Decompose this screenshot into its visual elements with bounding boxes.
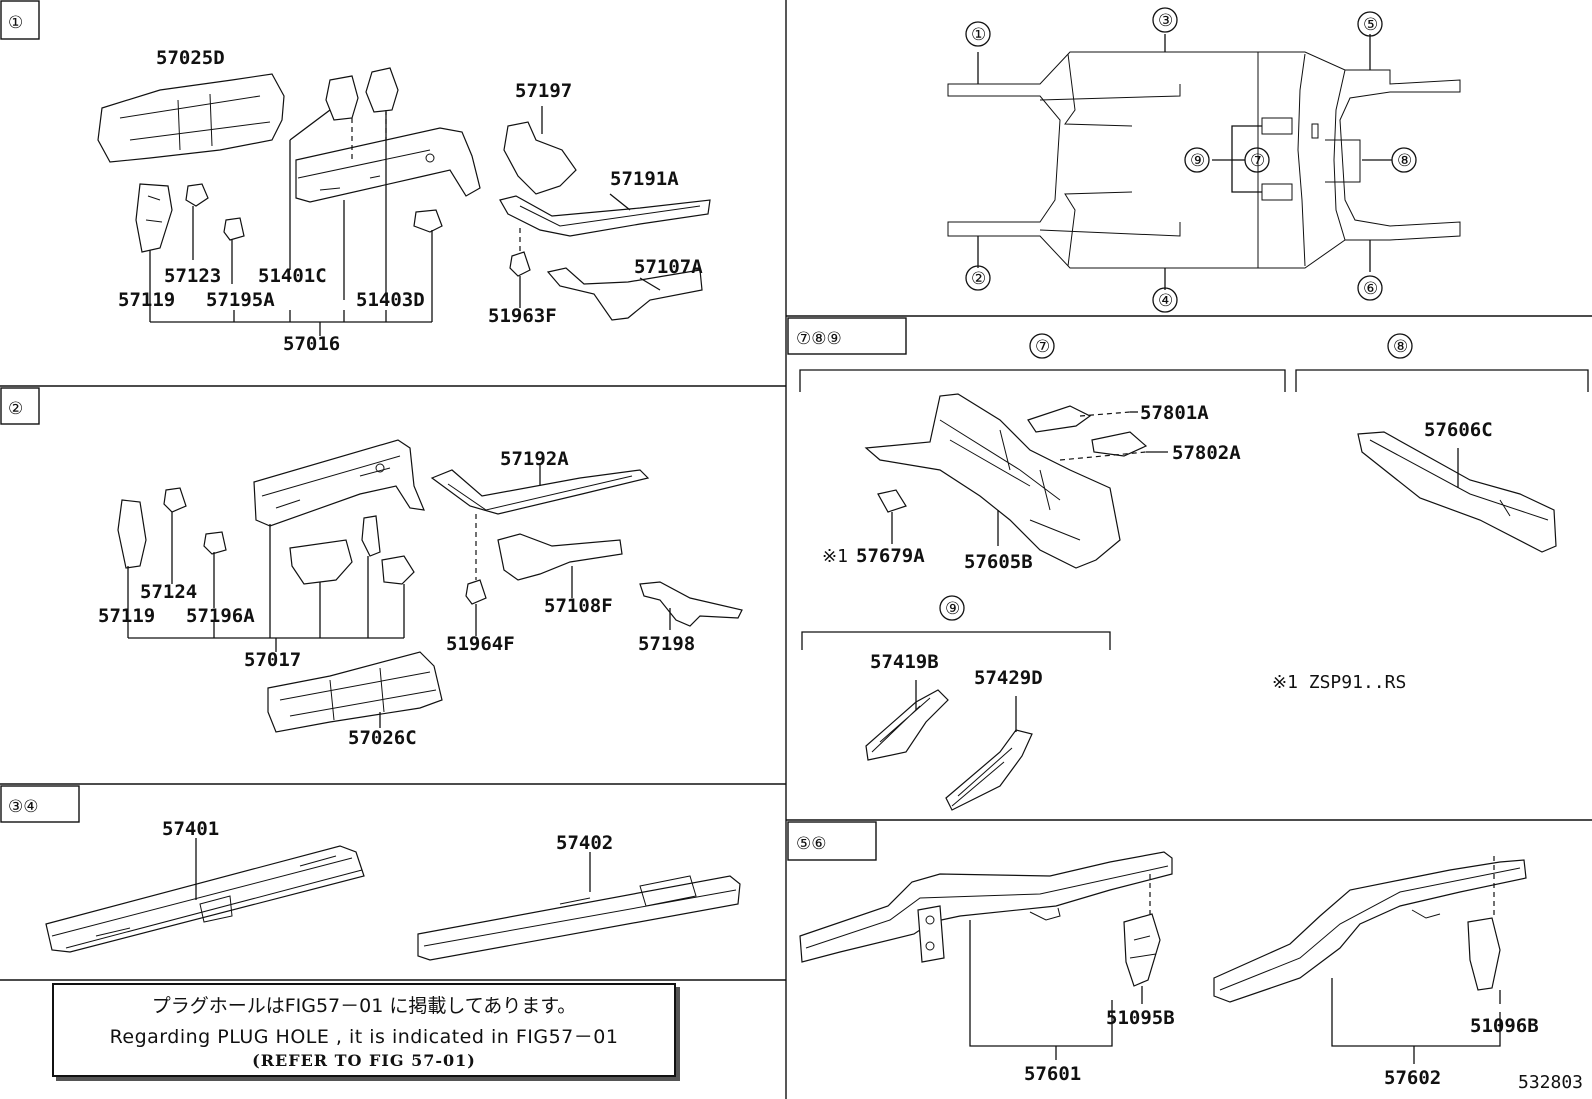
part-57017: 57017 — [244, 649, 301, 671]
part-57602: 57602 — [1384, 1067, 1441, 1089]
note-japanese: プラグホールはFIG57－01 に掲載してあります。 — [151, 995, 577, 1017]
part-51095B: 51095B — [1106, 1007, 1175, 1029]
part-57605B: 57605B — [964, 551, 1033, 573]
part-57196A: 57196A — [186, 605, 255, 627]
callout-3: ③ — [1158, 11, 1173, 31]
callout-1: ① — [971, 25, 986, 45]
part-57801A: 57801A — [1140, 402, 1209, 424]
section-tag-34: ③④ — [0, 785, 80, 823]
part-57119-b: 57119 — [98, 605, 155, 627]
callout-4: ④ — [1158, 291, 1173, 311]
section-1-parts — [97, 67, 711, 336]
plug-hole-note: プラグホールはFIG57－01 に掲載してあります。 Regarding PLU… — [52, 983, 676, 1077]
section-56-parts — [799, 851, 1527, 1064]
section-tag-56: ⑤⑥ — [787, 821, 877, 861]
part-51401C: 51401C — [258, 265, 327, 287]
part-57606C: 57606C — [1424, 419, 1493, 441]
section-tag-2: ② — [0, 387, 40, 425]
section-2-labels: 57192A 57124 57119 57196A 57108F 51964F … — [98, 448, 695, 749]
part-57601: 57601 — [1024, 1063, 1081, 1085]
part-57419B: 57419B — [870, 651, 939, 673]
overview-callouts: ① ② ③ ④ ⑤ ⑥ ⑦ ⑧ ⑨ — [965, 7, 1417, 313]
section-tag-56-label: ⑤⑥ — [796, 834, 826, 854]
part-57108F: 57108F — [544, 595, 613, 617]
part-57402: 57402 — [556, 832, 613, 854]
part-57401: 57401 — [162, 818, 219, 840]
section-34-labels: 57401 57402 — [162, 818, 613, 854]
part-57107A: 57107A — [634, 256, 703, 278]
subheader-9: ⑨ — [945, 599, 960, 619]
section-tag-789: ⑦⑧⑨ — [787, 317, 907, 355]
callout-9: ⑨ — [1190, 151, 1205, 171]
section-2-parts — [117, 439, 743, 733]
part-57026C: 57026C — [348, 727, 417, 749]
part-57802A: 57802A — [1172, 442, 1241, 464]
note-english: Regarding PLUG HOLE , it is indicated in… — [109, 1026, 619, 1048]
section-789-brackets: ⑦ ⑧ ⑨ — [799, 333, 1589, 650]
subheader-8: ⑧ — [1393, 337, 1408, 357]
section-34-parts — [45, 838, 741, 961]
section-1-labels: 57025D 57197 57191A 57107A 57123 51401C … — [118, 47, 703, 355]
callout-5: ⑤ — [1363, 15, 1378, 35]
footnote-1: ※1 ZSP91..RS — [1272, 672, 1406, 693]
section-789-labels: 57801A 57802A 57606C ※1 57679A 57605B 57… — [822, 402, 1493, 693]
part-57025D: 57025D — [156, 47, 225, 69]
part-57192A: 57192A — [500, 448, 569, 470]
mark-note-1: ※1 — [822, 546, 848, 567]
part-51096B: 51096B — [1470, 1015, 1539, 1037]
overview-frame-drawing — [947, 34, 1461, 290]
section-tag-34-label: ③④ — [8, 797, 38, 817]
subheader-7: ⑦ — [1035, 337, 1050, 357]
part-57429D: 57429D — [974, 667, 1043, 689]
section-tag-1: ① — [0, 0, 40, 40]
section-tag-789-label: ⑦⑧⑨ — [796, 329, 842, 349]
figure-id: 532803 — [1518, 1072, 1583, 1093]
section-789-parts — [864, 393, 1557, 811]
part-51403D: 51403D — [356, 289, 425, 311]
part-57195A: 57195A — [206, 289, 275, 311]
part-57124: 57124 — [140, 581, 197, 603]
callout-6: ⑥ — [1363, 279, 1378, 299]
callout-2: ② — [971, 269, 986, 289]
part-57198: 57198 — [638, 633, 695, 655]
section-tag-2-label: ② — [8, 399, 23, 419]
part-57123: 57123 — [164, 265, 221, 287]
part-57197: 57197 — [515, 80, 572, 102]
section-tag-1-label: ① — [8, 13, 23, 33]
callout-8: ⑧ — [1397, 151, 1412, 171]
note-reference: (REFER TO FIG 57-01) — [252, 1051, 476, 1070]
part-57119: 57119 — [118, 289, 175, 311]
part-51963F: 51963F — [488, 305, 557, 327]
section-56-labels: 51095B 51096B 57601 57602 532803 — [1024, 1007, 1583, 1093]
part-57016: 57016 — [283, 333, 340, 355]
part-57191A: 57191A — [610, 168, 679, 190]
part-57679A: 57679A — [856, 545, 925, 567]
callout-7: ⑦ — [1250, 151, 1265, 171]
part-51964F: 51964F — [446, 633, 515, 655]
